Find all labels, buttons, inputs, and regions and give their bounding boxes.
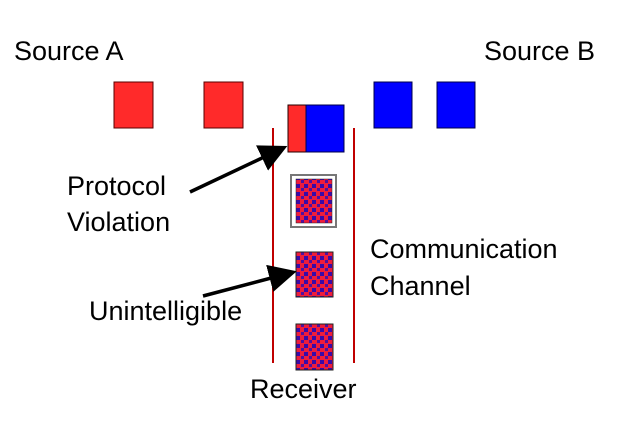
protocol-violation-label-line1: Protocol [67,171,167,201]
protocol-violation-label-line2: Violation [67,207,171,237]
source-a-label: Source A [14,36,124,66]
garbled-packet [295,178,333,224]
communication-channel-label-line1: Communication [370,234,558,264]
unintelligible-label: Unintelligible [89,296,243,326]
garbled-packet [295,251,334,298]
receiver-label: Receiver [250,374,357,404]
source-a-packet [203,81,244,129]
communication-channel-label-line2: Channel [370,271,471,301]
source-a-packet [113,81,154,129]
source-b-packet [436,81,476,129]
protocol-violation-arrow [189,145,288,194]
collided-packet [287,104,345,153]
garbled-packet [295,323,334,371]
unintelligible-arrow [202,264,297,298]
source-b-packet [373,81,413,129]
source-b-label: Source B [484,36,596,66]
